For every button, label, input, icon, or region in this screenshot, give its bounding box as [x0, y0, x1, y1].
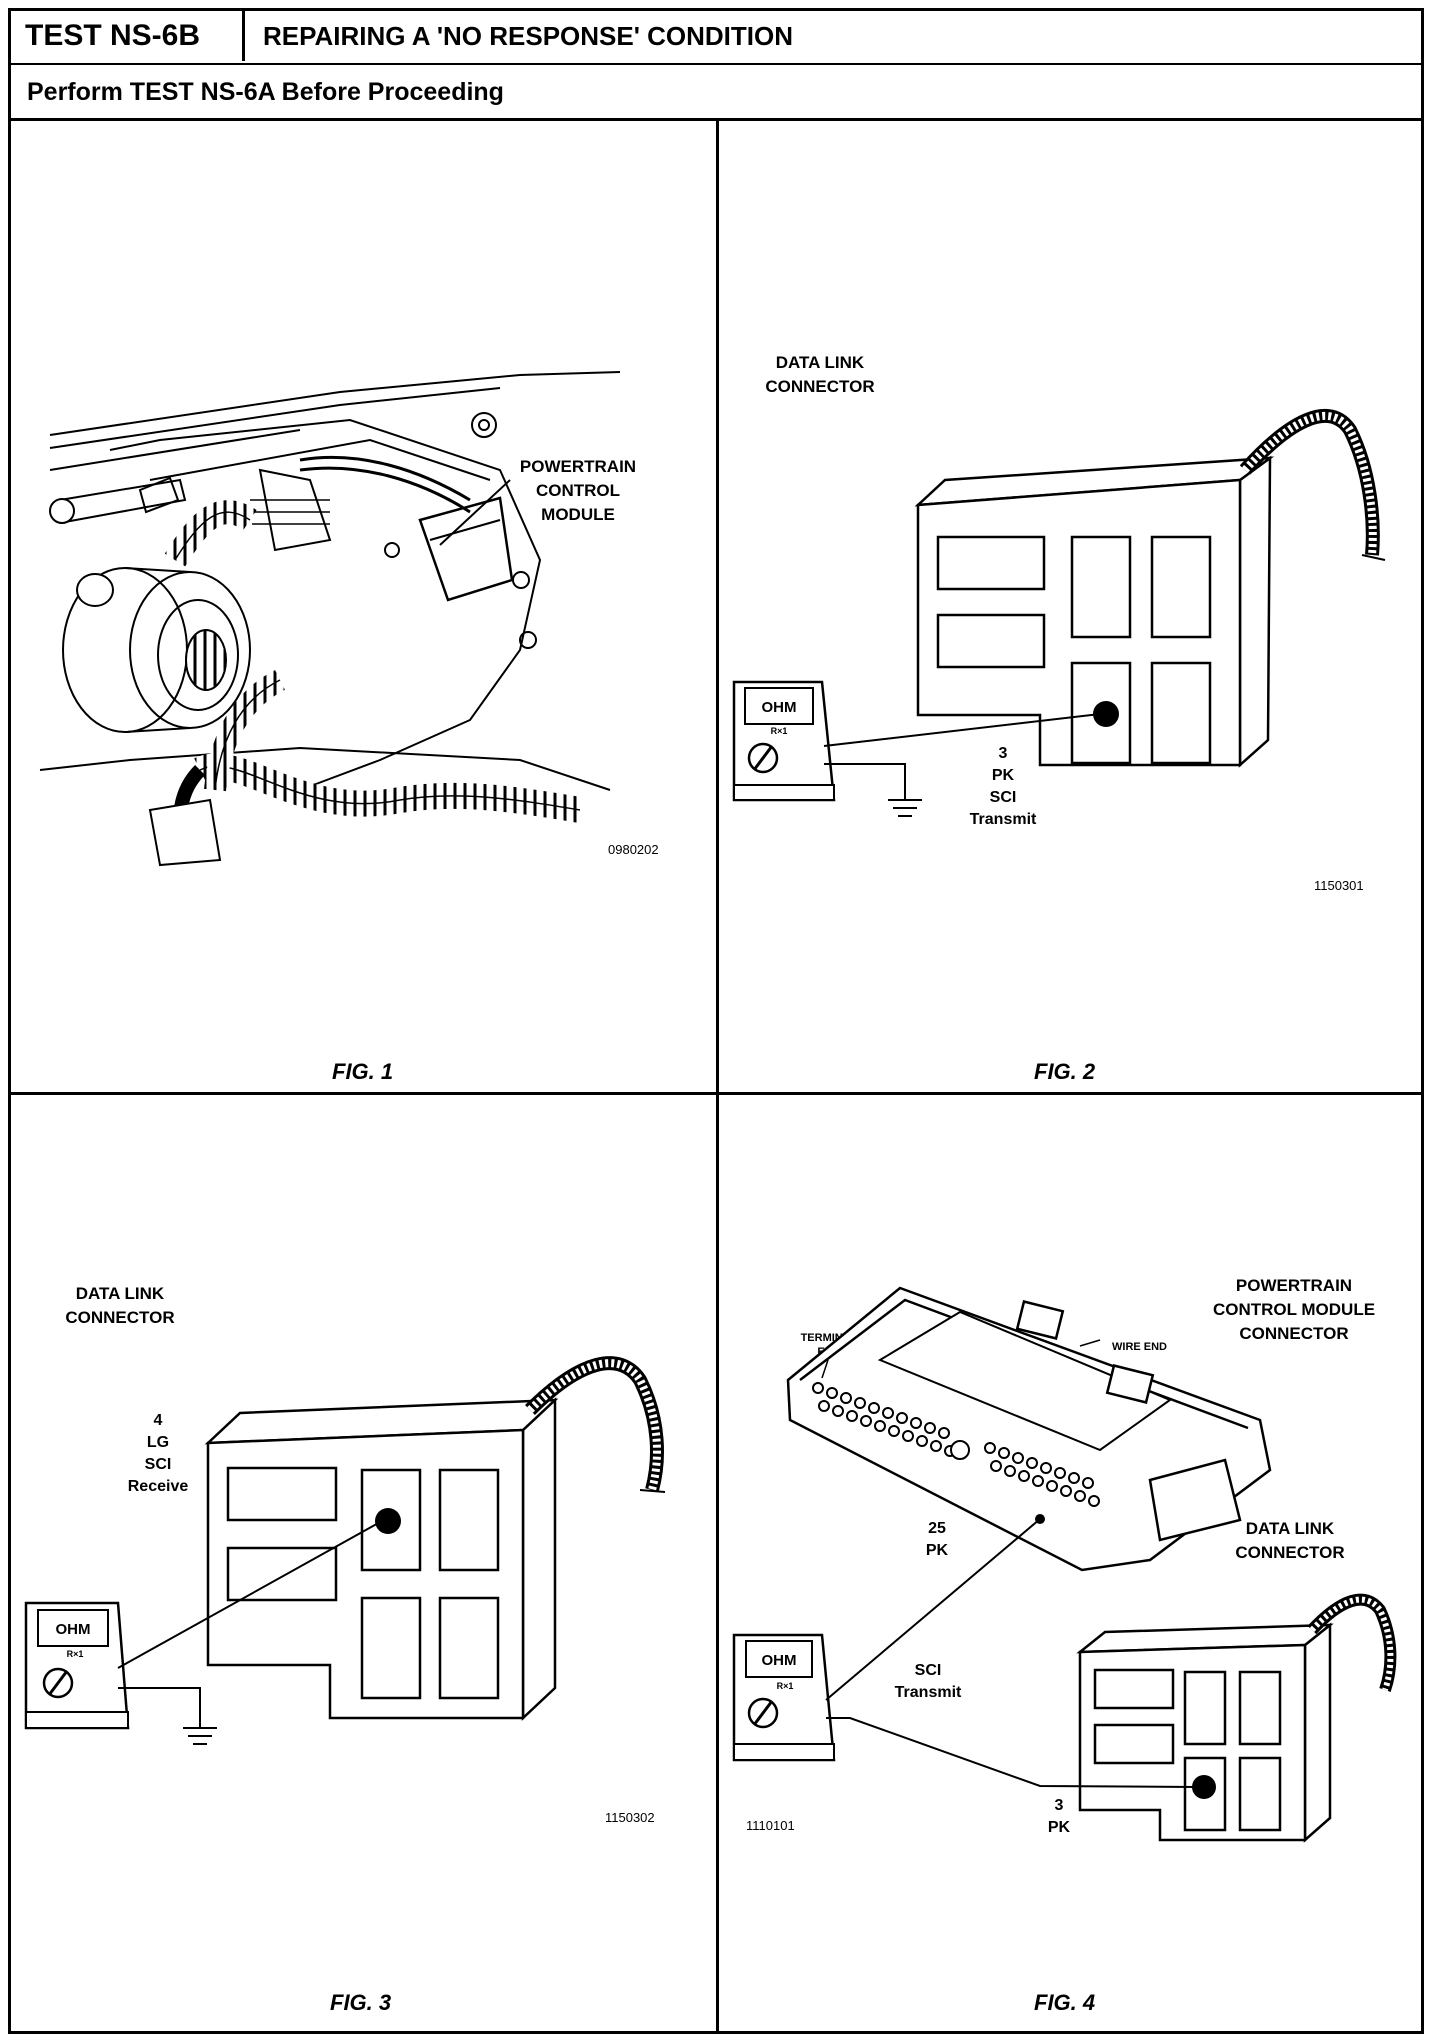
fig4-pcm-label: POWERTRAIN CONTROL MODULE CONNECTOR — [1213, 1276, 1375, 1343]
fig2-pin-label-line: 3 — [999, 745, 1008, 762]
fig3-pin-label-line: SCI — [145, 1456, 172, 1473]
fig2-connector-label-line: DATA LINK — [776, 353, 865, 372]
fig2-meter-range: R×1 — [771, 726, 788, 736]
panel-divider-vertical — [716, 121, 719, 2034]
fig4-dlc-label-line: DATA LINK — [1246, 1519, 1335, 1538]
fig2-caption: FIG. 2 — [1034, 1059, 1096, 1084]
fig3-data-link-connector — [204, 1356, 666, 1721]
fig3-connector-label: DATA LINK CONNECTOR — [65, 1284, 174, 1327]
fig2-data-link-connector — [914, 408, 1386, 768]
fig4-ohmmeter: OHM R×1 — [732, 1633, 836, 1762]
test-sheet: TEST NS-6B REPAIRING A 'NO RESPONSE' CON… — [8, 8, 1424, 2034]
fig4-dlc-label: DATA LINK CONNECTOR — [1235, 1519, 1344, 1562]
fig4-drawing-code: 1110101 — [746, 1818, 795, 1833]
fig2-pin-label: 3 PK SCI Transmit — [970, 745, 1037, 828]
fig1-drawing-code: 0980202 — [608, 842, 659, 857]
panel-divider-horizontal — [11, 1092, 1421, 1095]
fig4-meter-display: OHM — [762, 1652, 797, 1669]
fig2-drawing-code: 1150301 — [1314, 878, 1364, 893]
fig4-data-link-connector — [1076, 1593, 1397, 1843]
fig4-pin25-label-line: PK — [926, 1542, 949, 1559]
fig4-pin25-label-line: 25 — [928, 1520, 946, 1537]
fig2-pin-label-line: PK — [992, 767, 1015, 784]
fig2-connector-label-line: CONNECTOR — [765, 377, 874, 396]
fig4-sci-label: SCI Transmit — [895, 1662, 962, 1701]
fig4-wire-end-label: WIRE END — [1112, 1341, 1167, 1353]
test-title: REPAIRING A 'NO RESPONSE' CONDITION — [263, 21, 794, 51]
fig2-test-leads — [823, 713, 1101, 817]
fig1-caption: FIG. 1 — [332, 1059, 393, 1084]
fig4-caption: FIG. 4 — [1034, 1990, 1095, 2015]
fig4-pcm-label-line: CONTROL MODULE — [1213, 1300, 1375, 1319]
fig3-connector-label-line: DATA LINK — [76, 1284, 165, 1303]
test-id: TEST NS-6B — [11, 11, 245, 61]
fig4-dlc-pin3-probe-point — [1192, 1775, 1216, 1799]
fig3-pin-label-line: LG — [147, 1434, 169, 1451]
fig1-pcm-label: POWERTRAIN CONTROL MODULE — [520, 457, 636, 524]
fig4-pcm-terminal-rows — [812, 1382, 1100, 1507]
fig1-label-line: POWERTRAIN — [520, 457, 636, 476]
header-bar: TEST NS-6B REPAIRING A 'NO RESPONSE' CON… — [11, 11, 1421, 65]
fig4-pcm-connector — [786, 1286, 1272, 1572]
fig2-meter-display: OHM — [762, 699, 797, 716]
fig4-sci-label-line: Transmit — [895, 1684, 962, 1701]
fig4-pin3-label: 3 PK — [1048, 1797, 1071, 1836]
fig4-dlc-label-line: CONNECTOR — [1235, 1543, 1344, 1562]
fig3-connector-label-line: CONNECTOR — [65, 1308, 174, 1327]
fig2-pin3-probe-point — [1093, 701, 1119, 727]
fig3-test-leads — [117, 1520, 383, 1745]
fig1-label-line: MODULE — [541, 505, 615, 524]
fig3-drawing-code: 1150302 — [605, 1810, 655, 1825]
fig4-pin25-label: 25 PK — [926, 1520, 949, 1559]
fig1-engine-illustration — [39, 371, 621, 867]
fig2-pin-label-line: SCI — [990, 789, 1017, 806]
prerequisite-note: Perform TEST NS-6A Before Proceeding — [11, 63, 1421, 121]
fig3-meter-range: R×1 — [67, 1649, 84, 1659]
fig3-pin4-probe-point — [375, 1508, 401, 1534]
fig2-connector-label: DATA LINK CONNECTOR — [765, 353, 874, 396]
fig4-sci-label-line: SCI — [915, 1662, 942, 1679]
fig4-pin3-label-line: PK — [1048, 1819, 1071, 1836]
fig2-pin-label-line: Transmit — [970, 811, 1037, 828]
fig3-caption: FIG. 3 — [330, 1990, 391, 2015]
fig3-pin-label-line: Receive — [128, 1478, 189, 1495]
fig4-meter-range: R×1 — [777, 1681, 794, 1691]
fig3-meter-display: OHM — [56, 1621, 91, 1638]
fig4-test-leads — [825, 1518, 1197, 1788]
fig1-label-line: CONTROL — [536, 481, 620, 500]
fig4-pcm-label-line: POWERTRAIN — [1236, 1276, 1352, 1295]
fig3-ohmmeter: OHM R×1 — [24, 1601, 130, 1730]
fig3-pin-label: 4 LG SCI Receive — [128, 1412, 189, 1495]
fig3-pin-label-line: 4 — [154, 1412, 163, 1429]
fig2-ohmmeter: OHM R×1 — [732, 680, 836, 802]
fig4-pcm-label-line: CONNECTOR — [1239, 1324, 1348, 1343]
fig4-pin3-label-line: 3 — [1055, 1797, 1064, 1814]
